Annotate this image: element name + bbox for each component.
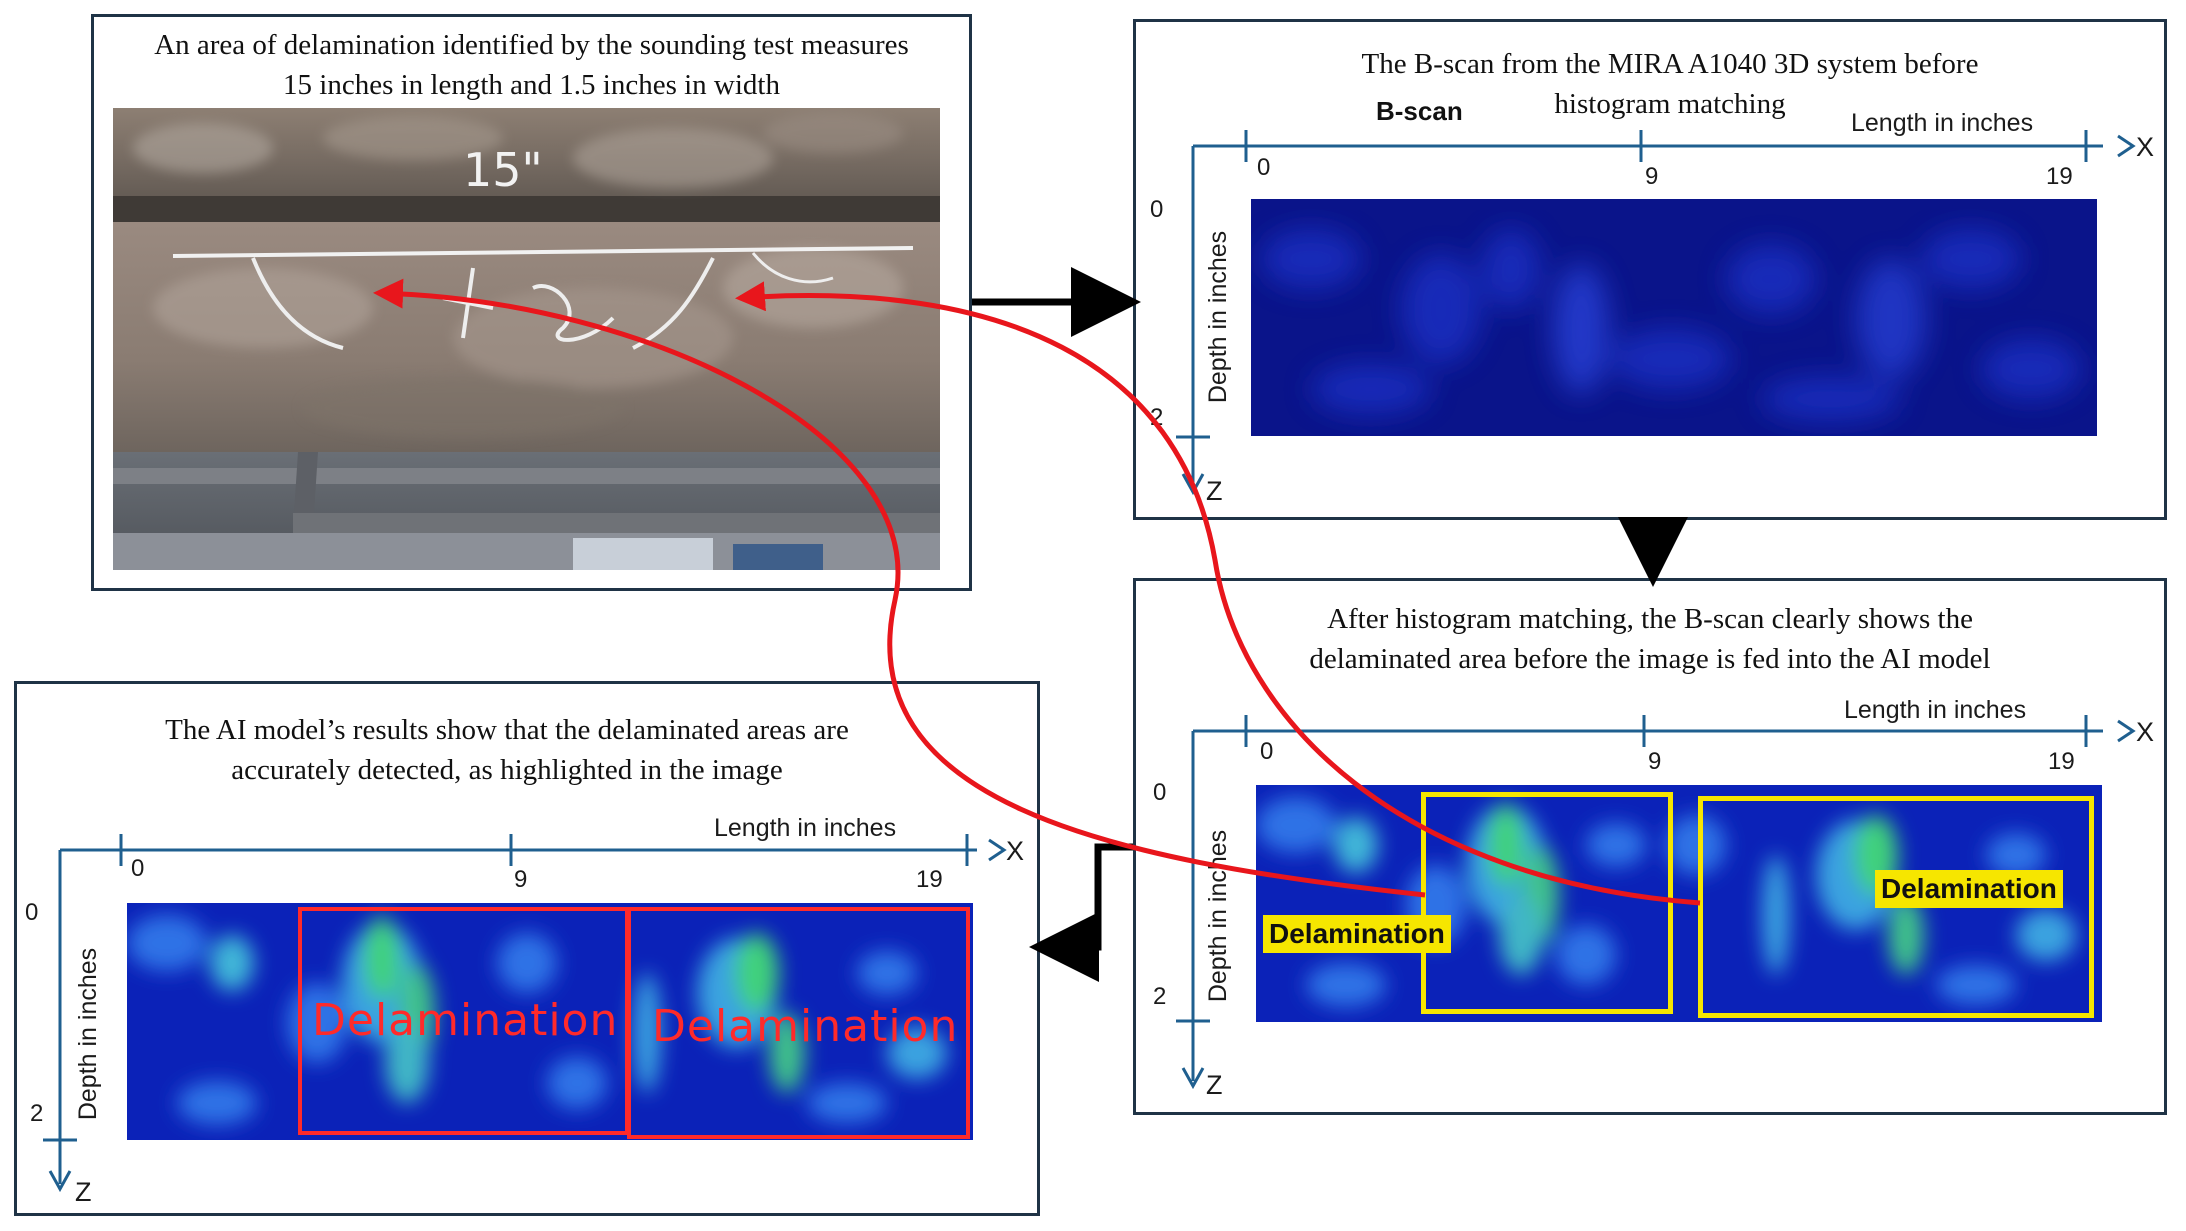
delamination-tag-left: Delamination [1263,915,1451,953]
delamination-box-red-right [627,907,970,1139]
ai-result-x-title: Length in inches [714,814,896,842]
delamination-box-yellow-right [1698,796,2094,1018]
arrow-matched-to-ai [1029,843,1133,982]
bscan-matched-x-title: Length in inches [1844,696,2026,724]
bscan-raw-image [1251,199,2097,436]
ai-result-tick-0: 0 [131,855,144,882]
photo-caption-line1: An area of delamination identified by th… [154,29,909,61]
bscan-matched-tick-19: 19 [2048,748,2075,775]
photo-caption-line2: 15 inches in length and 1.5 inches in wi… [283,69,780,101]
bscan-matched-tick-0: 0 [1260,738,1273,765]
bscan-raw-caption-line2: histogram matching [1554,88,1786,120]
bscan-matched-z-letter: Z [1206,1070,1223,1100]
delamination-box-yellow-left [1421,792,1673,1014]
delamination-tag-right: Delamination [1875,870,2063,908]
bscan-matched-z-tick-0: 0 [1153,779,1166,806]
ai-result-z-letter: Z [75,1177,92,1207]
bscan-raw-panel: The B-scan from the MIRA A1040 3D system… [1133,19,2167,520]
ai-result-panel: The AI model’s results show that the del… [14,681,1040,1216]
bscan-raw-caption: The B-scan from the MIRA A1040 3D system… [1136,44,2164,124]
bscan-raw-z-title: Depth in inches [1204,231,1232,403]
bscan-raw-tick-9: 9 [1645,163,1658,190]
bscan-raw-x-letter: X [2136,132,2154,162]
ai-result-z-tick-2: 2 [30,1100,43,1127]
bscan-matched-tick-9: 9 [1648,748,1661,775]
bscan-label: B-scan [1376,96,1463,126]
bscan-matched-z-title: Depth in inches [1204,830,1232,1002]
bscan-raw-x-title: Length in inches [1851,109,2033,137]
bscan-raw-z-tick-2: 2 [1150,404,1163,431]
ai-result-z-tick-0: 0 [25,899,38,926]
ai-delamination-label-left: Delamination [312,995,619,1046]
ai-result-z-title: Depth in inches [74,948,102,1120]
bscan-matched-z-tick-2: 2 [1153,983,1166,1010]
concrete-photo: 15" [113,108,940,570]
bscan-raw-z-tick-0: 0 [1150,196,1163,223]
ai-result-tick-9: 9 [514,866,527,893]
bscan-raw-caption-line1: The B-scan from the MIRA A1040 3D system… [1361,48,1979,80]
bscan-raw-tick-0: 0 [1257,154,1270,181]
ai-delamination-label-right: Delamination [652,1001,959,1052]
photo-panel: An area of delamination identified by th… [91,14,972,591]
bscan-matched-x-letter: X [2136,717,2154,747]
photo-caption: An area of delamination identified by th… [94,25,969,105]
ai-result-image [127,903,973,1140]
ai-result-x-letter: X [1006,836,1024,866]
ai-result-tick-19: 19 [916,866,943,893]
bscan-raw-tick-19: 19 [2046,163,2073,190]
chalk-mark: 15" [463,143,543,197]
bscan-raw-z-letter: Z [1206,476,1223,506]
bscan-matched-panel: After histogram matching, the B-scan cle… [1133,578,2167,1115]
